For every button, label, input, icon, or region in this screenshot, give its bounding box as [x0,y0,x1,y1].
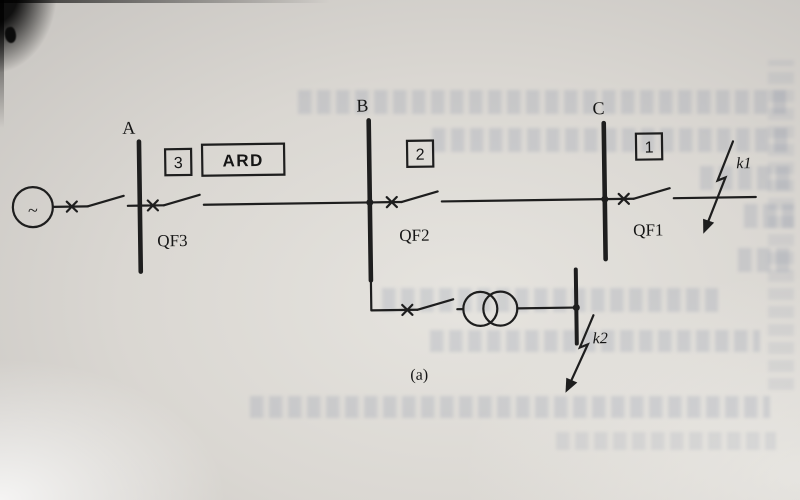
breaker-x-marks [65,192,630,317]
switch-blade-branch [416,298,455,311]
number-box-3-label: 3 [174,155,183,172]
fault-k2-label: k2 [593,330,608,347]
ard-box-label: ARD [222,151,264,171]
switch-blade-generator [86,194,125,208]
switch-blade-qf3 [162,193,201,207]
ard-box: ARD [200,142,286,177]
breaker-qf2-label: QF2 [399,226,429,245]
bus-c-label: C [592,98,604,118]
transformer-icon [462,290,519,327]
junction-dot-branch [572,304,580,312]
figure-caption: (a) [410,367,428,384]
breaker-qf3-label: QF3 [157,231,187,250]
number-box-2: 2 [405,139,435,169]
bus-c [601,120,608,262]
breaker-qf1-label: QF1 [633,220,663,239]
fault-arrow-k2 [565,314,595,393]
generator-symbol: ~ [28,200,38,220]
bus-a-label: A [122,118,135,138]
junction-dot-bus-b [366,198,374,206]
switch-blade-qf2 [400,190,439,204]
junction-dot-bus-c [601,195,609,203]
number-box-1: 1 [634,132,664,161]
single-line-diagram: ~ [11,95,757,393]
number-box-2-label: 2 [416,147,425,164]
branch-line [369,279,576,312]
fault-k1-label: k1 [736,155,751,172]
bus-a [136,139,144,274]
number-box-3: 3 [163,147,193,177]
generator-icon: ~ [11,186,54,229]
number-box-1-label: 1 [645,139,654,156]
switch-blade-qf1 [632,187,671,200]
bus-b-label: B [356,95,368,115]
fault-arrow-k1 [703,140,735,234]
